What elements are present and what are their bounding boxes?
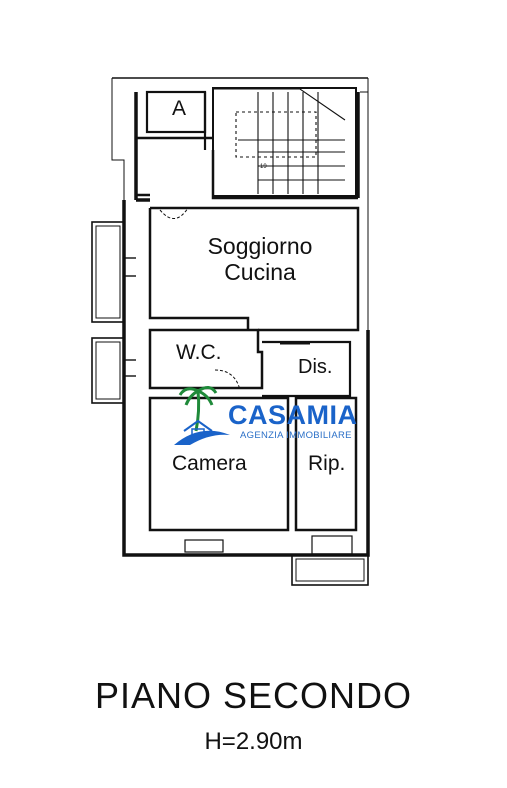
room-label-wc: W.C.	[176, 341, 222, 364]
main-walls	[122, 92, 370, 557]
outer-boundary-right	[360, 78, 369, 93]
balcony-bottom	[291, 554, 369, 586]
window-camera	[184, 539, 224, 553]
room-wc-walls	[148, 328, 264, 390]
room-camera	[148, 396, 290, 532]
logo-subtitle: AGENZIA IMMOBILIARE	[240, 430, 352, 441]
room-rip	[294, 396, 358, 532]
stair-block	[212, 87, 357, 197]
door-swing-soggiorno	[159, 207, 189, 219]
casamia-logo	[174, 386, 230, 445]
stair-mark: 19	[260, 164, 267, 170]
room-soggiorno-walls	[148, 206, 360, 332]
palm-tree-icon	[178, 386, 218, 432]
landing-walls	[134, 136, 358, 200]
stair-steps	[214, 88, 346, 194]
house-wave-icon	[174, 419, 230, 445]
room-label-dis: Dis.	[298, 356, 333, 378]
balcony-left-lower	[91, 337, 125, 404]
floor-title: PIANO SECONDO	[94, 675, 413, 716]
outer-boundary-left	[111, 78, 125, 200]
logo-name: CASAMIA	[228, 400, 358, 430]
window-rip	[311, 535, 353, 555]
ceiling-height: H=2.90m	[204, 728, 303, 755]
room-label-rip: Rip.	[308, 452, 346, 475]
balcony-left-upper	[91, 221, 125, 323]
room-label-soggiorno: Soggiorno Cucina	[207, 233, 313, 286]
door-swing-wc	[214, 369, 241, 391]
room-label-a: A	[172, 97, 187, 120]
room-label-camera: Camera	[172, 452, 247, 475]
